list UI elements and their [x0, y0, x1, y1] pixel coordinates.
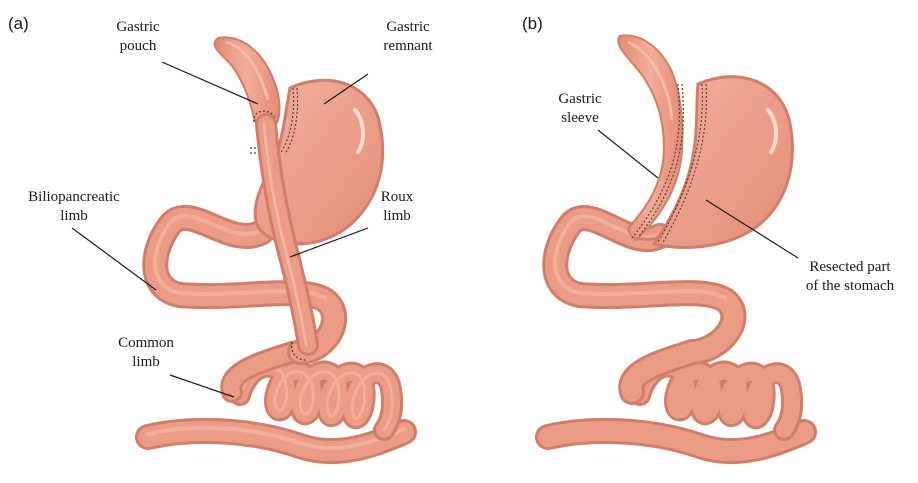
label-resected-part: Resected part of the stomach [786, 258, 914, 296]
panel-a-artwork [72, 37, 404, 451]
label-gastric-remnant: Gastric remnant [360, 18, 456, 56]
label-gastric-pouch-line2: pouch [96, 37, 180, 56]
label-roux-limb-line2: limb [362, 207, 432, 226]
label-biliopancreatic-limb-line1: Biliopancreatic [4, 188, 144, 207]
panel-a-tag: (a) [8, 14, 29, 34]
label-common-limb-line1: Common [100, 334, 192, 353]
panel-a-distal-bowel [148, 428, 404, 451]
label-gastric-remnant-line1: Gastric [360, 18, 456, 37]
label-roux-limb: Roux limb [362, 188, 432, 226]
label-resected-part-line1: Resected part [786, 258, 914, 277]
label-gastric-sleeve-line1: Gastric [540, 90, 620, 109]
label-gastric-sleeve: Gastric sleeve [540, 90, 620, 128]
label-common-limb-line2: limb [100, 353, 192, 372]
leader-gastric-sleeve [598, 130, 658, 178]
label-resected-part-line2: of the stomach [786, 277, 914, 296]
label-roux-limb-line1: Roux [362, 188, 432, 207]
label-common-limb: Common limb [100, 334, 192, 372]
label-gastric-remnant-line2: remnant [360, 37, 456, 56]
label-biliopancreatic-limb: Biliopancreatic limb [4, 188, 144, 226]
panel-b-distal-bowel [548, 431, 804, 451]
label-biliopancreatic-limb-line2: limb [4, 207, 144, 226]
panel-a-common-limb-coils [240, 366, 392, 430]
panel-b-small-bowel-coils [640, 366, 792, 430]
label-gastric-pouch-line1: Gastric [96, 18, 180, 37]
label-gastric-sleeve-line2: sleeve [540, 109, 620, 128]
label-gastric-pouch: Gastric pouch [96, 18, 180, 56]
panel-b-tag: (b) [522, 14, 543, 34]
